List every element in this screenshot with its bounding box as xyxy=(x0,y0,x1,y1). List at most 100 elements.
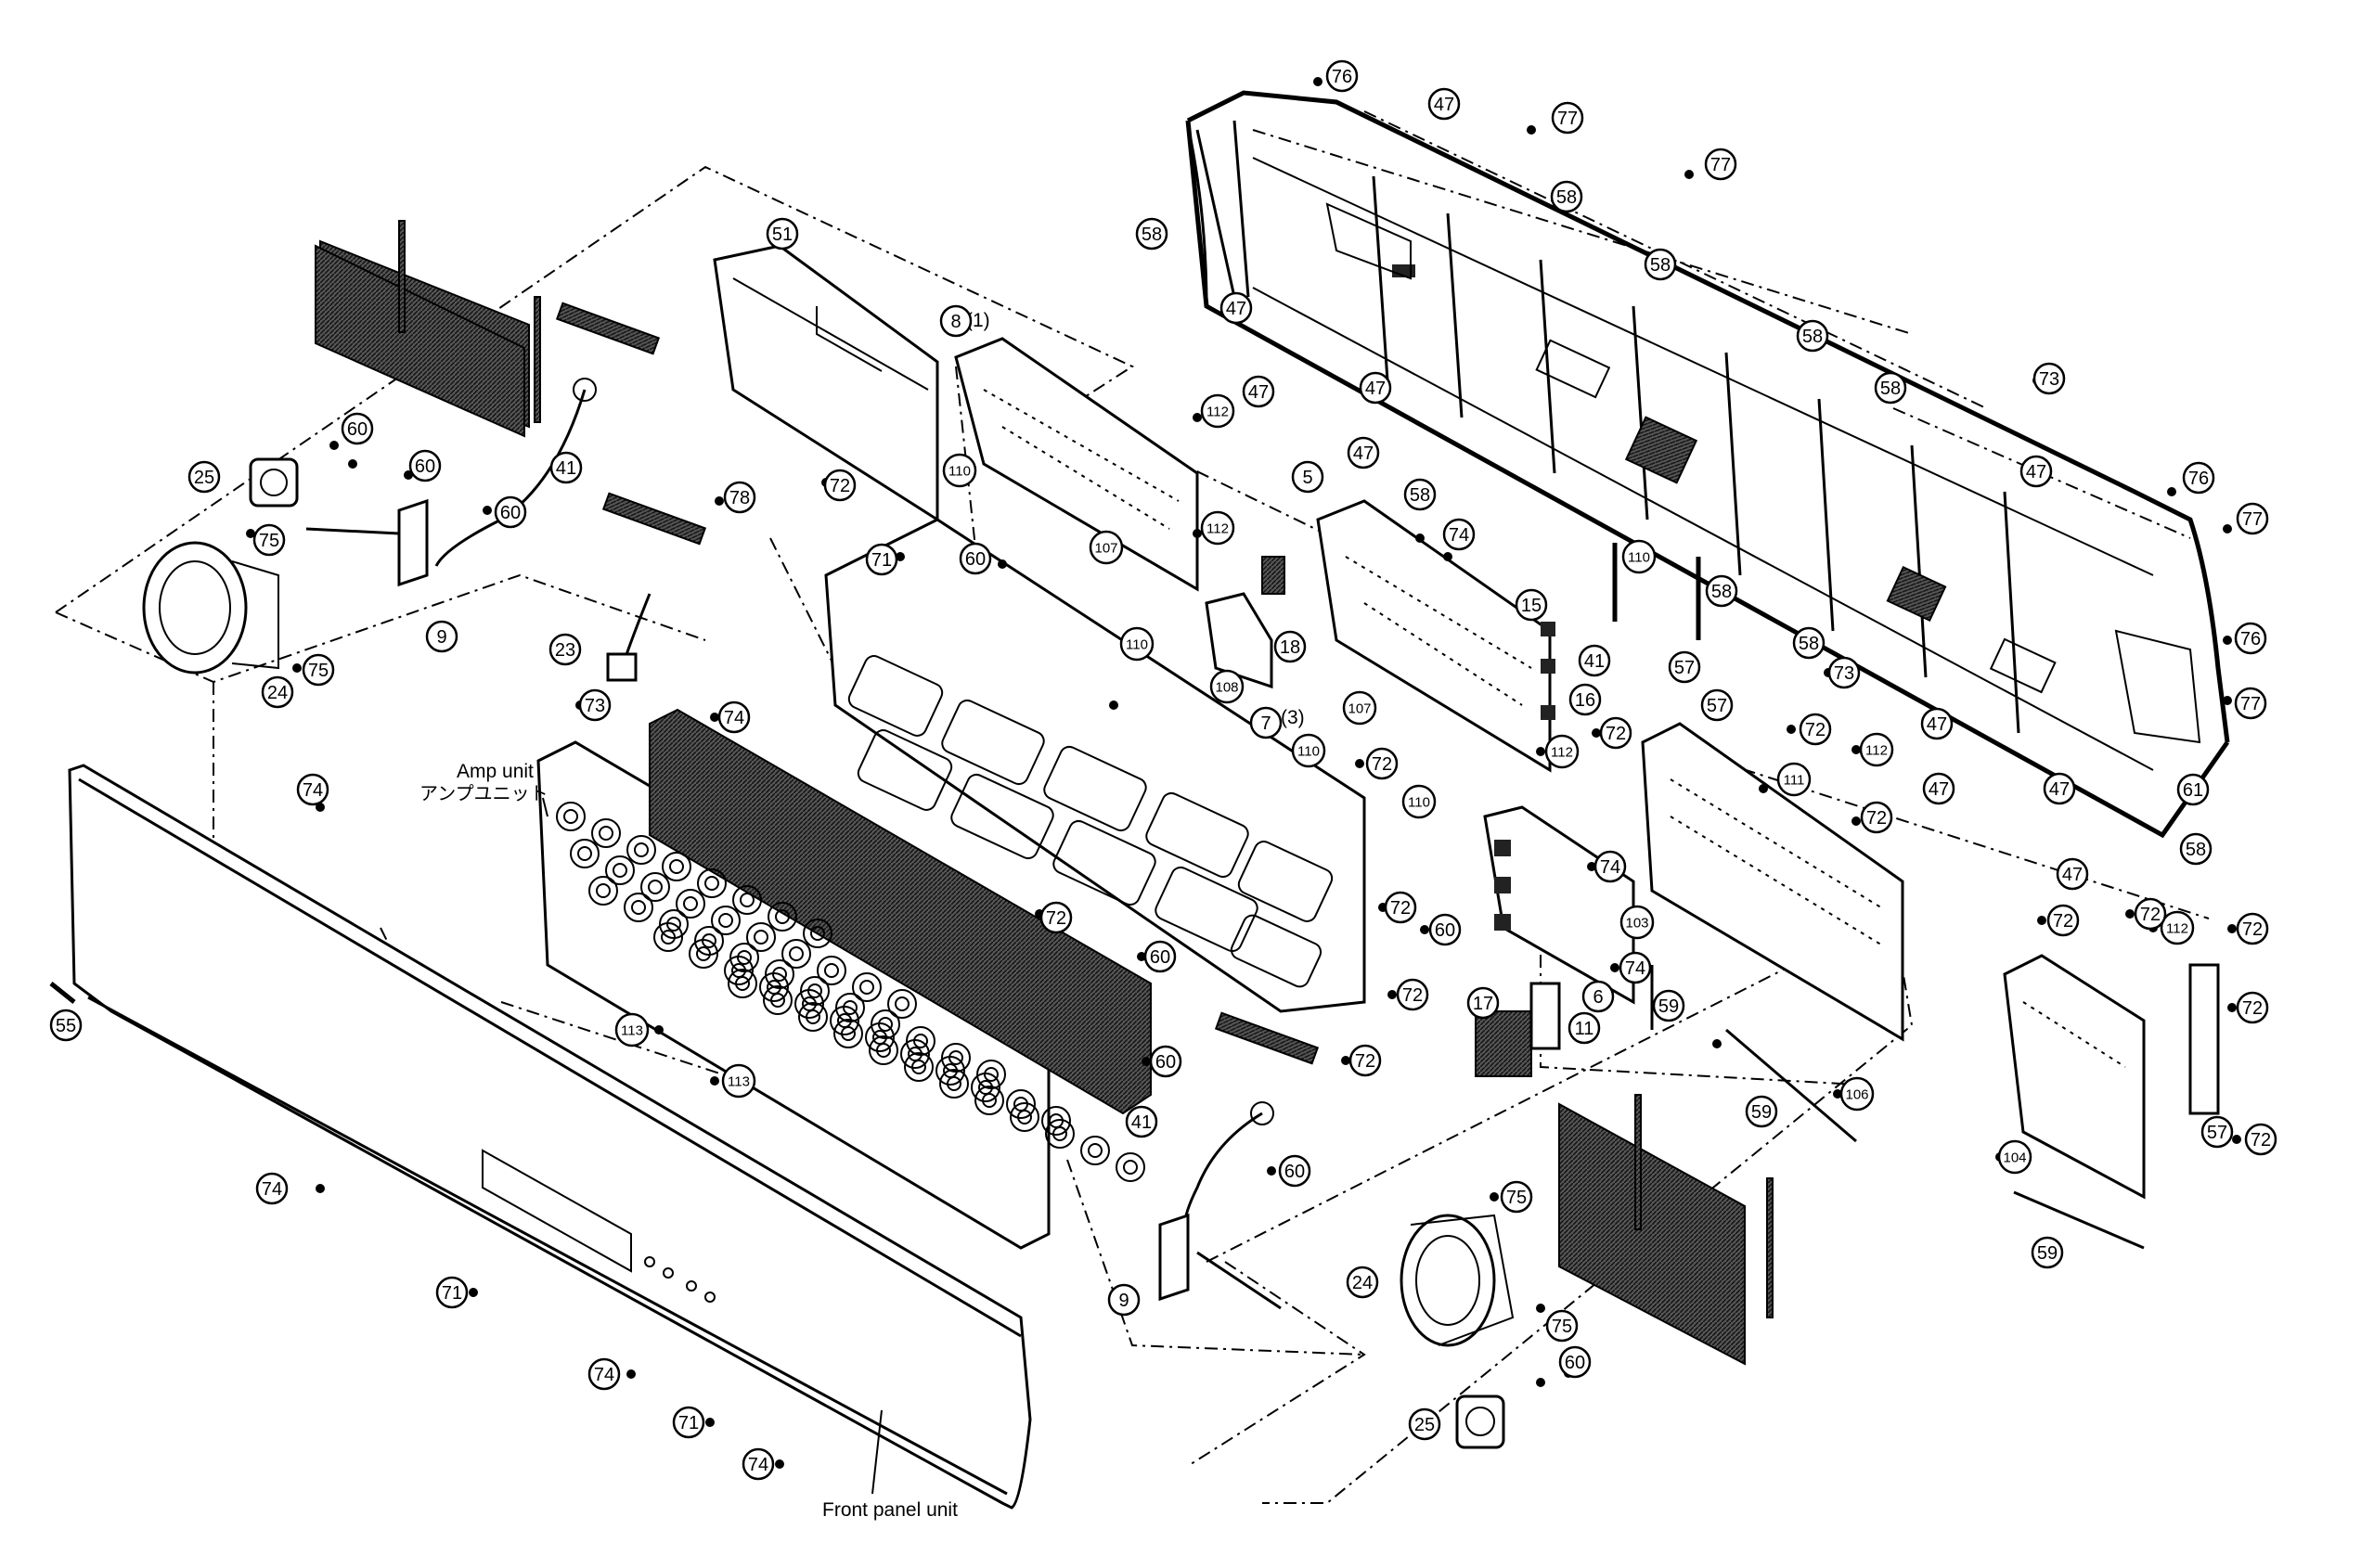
callout-circle xyxy=(1776,762,1812,797)
callout-number: 110 xyxy=(1126,637,1148,653)
amp-hole-inner xyxy=(841,1026,856,1041)
callout-number: 60 xyxy=(1284,1162,1305,1182)
callout-25: 25 xyxy=(187,460,221,494)
woofer-right xyxy=(1400,1214,1515,1347)
callout-110: 110 xyxy=(942,453,977,488)
amp-hole xyxy=(662,852,691,881)
callout-59: 59 xyxy=(2031,1236,2064,1269)
amp-hole-inner xyxy=(770,993,785,1008)
screw xyxy=(1313,77,1322,86)
callout-circle xyxy=(549,451,583,484)
callout-77: 77 xyxy=(1551,101,1584,135)
callout-circle xyxy=(1792,626,1826,660)
callout-circle xyxy=(1922,772,1955,805)
amp-hole xyxy=(794,989,824,1019)
callout-9: 9 xyxy=(425,620,458,653)
callout-number: 60 xyxy=(965,549,986,570)
screw xyxy=(2223,696,2232,705)
callout-circle xyxy=(302,653,335,687)
amp-hole xyxy=(1116,1152,1145,1182)
amp-unit-label-group: Amp unit アンプユニット xyxy=(419,761,548,817)
callout-circle xyxy=(408,449,442,482)
screw xyxy=(2167,487,2176,496)
screw xyxy=(2125,909,2135,919)
amp-output-holes xyxy=(556,802,1145,1182)
callout-circle xyxy=(255,1172,289,1205)
callout-number: 47 xyxy=(1434,95,1454,115)
callout-72: 72 xyxy=(2134,897,2167,931)
callout-circle xyxy=(1249,706,1283,739)
amp-hole-inner xyxy=(876,1043,891,1058)
amp-hole-inner xyxy=(596,883,611,898)
callout-circle xyxy=(1859,732,1894,767)
callout-number: 110 xyxy=(1408,795,1430,811)
callout-circle xyxy=(261,675,294,709)
callout-number: 73 xyxy=(2039,369,2059,390)
callout-number: 17 xyxy=(1473,994,1493,1014)
callout-circle xyxy=(766,217,799,251)
board-11 xyxy=(1475,982,1561,1077)
callout-58: 58 xyxy=(1796,319,1829,353)
callout-number: 58 xyxy=(1799,634,1819,654)
callout-circle xyxy=(1342,690,1377,726)
callout-circle xyxy=(1619,905,1655,940)
amp-hole xyxy=(1006,1089,1036,1119)
callout-24: 24 xyxy=(261,675,294,709)
rails-59 xyxy=(1650,965,2145,1250)
callout-circle xyxy=(1827,656,1861,689)
callout-number: 112 xyxy=(1865,743,1888,759)
callout-circle xyxy=(1619,951,1652,984)
callout-104: 104 xyxy=(1997,1139,2032,1175)
part-7-qty: (3) xyxy=(1281,707,1305,728)
callout-108: 108 xyxy=(1209,669,1245,704)
callout-74: 74 xyxy=(1442,518,1476,551)
callout-number: 47 xyxy=(1226,299,1246,319)
amp-hole xyxy=(605,855,635,885)
callout-number: 47 xyxy=(1927,714,1947,735)
amp-hole xyxy=(768,902,797,932)
screw xyxy=(1142,1057,1151,1066)
callout-72: 72 xyxy=(2046,904,2080,937)
callout-circle xyxy=(1278,1154,1311,1188)
callout-circle xyxy=(494,495,527,529)
bracket-57 xyxy=(2188,963,2220,1115)
callout-number: 73 xyxy=(1834,663,1854,684)
callout-number: 60 xyxy=(1155,1052,1176,1073)
callout-number: 60 xyxy=(1435,920,1455,941)
callout-47: 47 xyxy=(1242,375,1275,408)
callout-76: 76 xyxy=(2182,461,2215,495)
callout-number: 76 xyxy=(2240,629,2261,649)
callout-number: 71 xyxy=(871,550,892,571)
screw xyxy=(1833,1089,1842,1099)
callout-72: 72 xyxy=(1348,1044,1382,1077)
amp-hole xyxy=(689,939,718,969)
amp-hole xyxy=(626,835,656,865)
amp-hole xyxy=(1010,1102,1039,1132)
callout-circle xyxy=(2031,1236,2064,1269)
callout-number: 76 xyxy=(1332,67,1352,87)
screw xyxy=(316,1184,325,1193)
callout-circle xyxy=(1550,180,1583,213)
callout-circle xyxy=(1874,371,1907,405)
screw xyxy=(1355,759,1364,768)
callout-111: 111 xyxy=(1776,762,1812,797)
screw xyxy=(2223,524,2232,533)
callout-number: 58 xyxy=(1410,485,1430,506)
callout-circle xyxy=(1149,1045,1182,1078)
amp-hole xyxy=(724,956,754,985)
callout-circle xyxy=(1408,1407,1441,1441)
cable-23 xyxy=(601,492,707,682)
callout-number: 57 xyxy=(1707,696,1727,716)
amp-hole xyxy=(781,939,811,969)
amp-hole-inner xyxy=(895,996,910,1011)
callout-75: 75 xyxy=(302,653,335,687)
screw xyxy=(2227,1003,2237,1012)
callout-57: 57 xyxy=(1668,650,1701,684)
callout-number: 106 xyxy=(1845,1087,1868,1103)
screw xyxy=(1587,862,1596,871)
callout-circle xyxy=(1427,87,1461,121)
callout-72: 72 xyxy=(823,469,857,502)
screw xyxy=(1109,700,1118,710)
callout-circle xyxy=(1200,510,1235,546)
